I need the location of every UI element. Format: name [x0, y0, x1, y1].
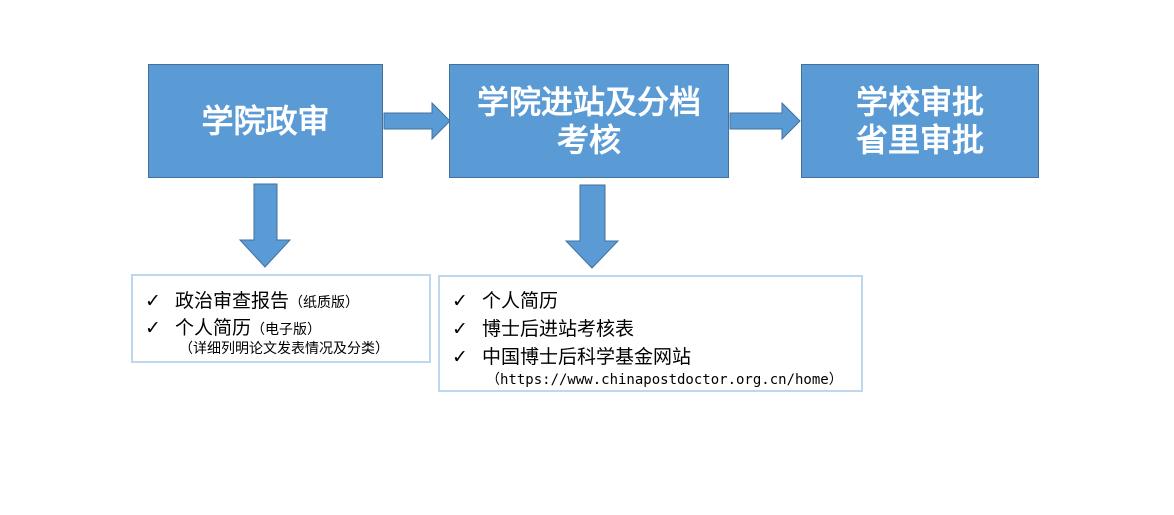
right-arrow-2: [729, 101, 801, 141]
item-text: 博士后进站考核表: [482, 318, 635, 340]
item-note: （电子版）: [251, 322, 322, 338]
step-label: 省里审批: [855, 121, 984, 159]
step-label: 学校审批: [855, 83, 984, 121]
check-icon: ✓: [452, 346, 468, 368]
item-text: 个人简历: [175, 317, 252, 339]
item-text: 政治审查报告: [175, 290, 290, 312]
list-item: ✓ 中国博士后科学基金网站: [452, 342, 691, 369]
list-item: ✓ 个人简历 （电子版）: [145, 313, 321, 340]
check-icon: ✓: [145, 290, 161, 312]
check-icon: ✓: [452, 290, 468, 312]
materials-list-political-review: ✓ 政治审查报告 （纸质版） ✓ 个人简历 （电子版） （详细列明论文发表情况及…: [131, 274, 431, 363]
step-label: 学院政审: [201, 102, 330, 140]
right-arrow-1: [383, 101, 451, 141]
item-text: 个人简历: [482, 290, 559, 312]
down-arrow-2: [564, 184, 620, 269]
materials-list-entry-assessment: ✓ 个人简历 ✓ 博士后进站考核表 ✓ 中国博士后科学基金网站 （https:/…: [438, 275, 863, 392]
item-sub-note: （详细列明论文发表情况及分类）: [179, 341, 389, 357]
step-school-province-approval: 学校审批 省里审批: [801, 64, 1039, 178]
step-label: 学院进站及分档: [476, 83, 701, 121]
step-college-entry-assessment: 学院进站及分档 考核: [449, 64, 729, 178]
check-icon: ✓: [452, 318, 468, 340]
down-arrow-1: [238, 183, 292, 268]
step-college-political-review: 学院政审: [148, 64, 383, 178]
list-item: ✓ 个人简历: [452, 286, 558, 313]
item-note: （纸质版）: [289, 295, 360, 311]
step-label: 考核: [556, 121, 621, 159]
check-icon: ✓: [145, 317, 161, 339]
item-text: 中国博士后科学基金网站: [482, 346, 692, 368]
list-item: ✓ 政治审查报告 （纸质版）: [145, 286, 359, 313]
website-url: （https://www.chinapostdoctor.org.cn/home…: [486, 372, 843, 388]
list-item: ✓ 博士后进站考核表: [452, 314, 634, 341]
